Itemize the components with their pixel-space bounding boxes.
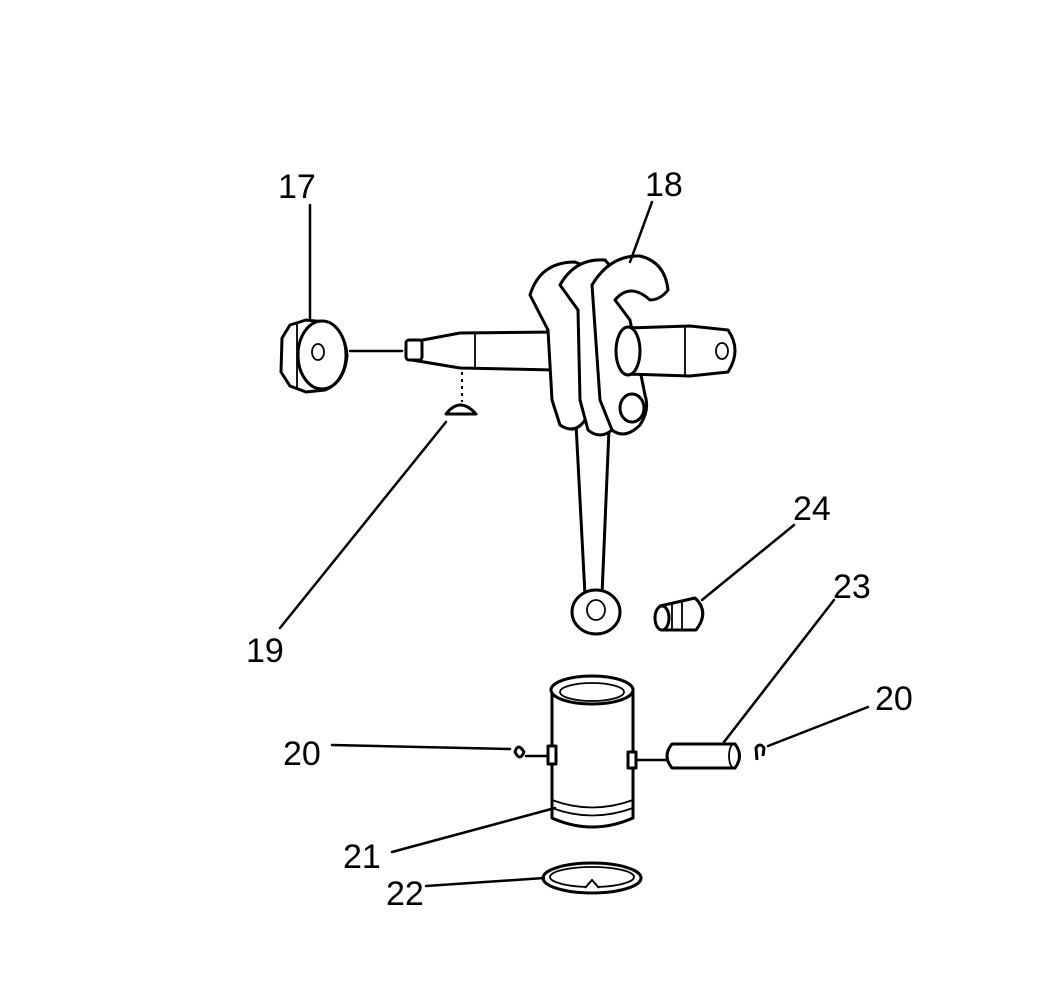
part-23-piston-pin <box>634 598 836 770</box>
part-17-nut <box>279 203 404 394</box>
leader-20-right <box>766 705 870 748</box>
part-18-crankshaft <box>404 200 737 636</box>
label-18: 18 <box>645 166 683 204</box>
label-17: 17 <box>278 168 316 206</box>
part-22-piston-ring <box>424 861 643 895</box>
label-23: 23 <box>833 568 871 606</box>
leader-24 <box>700 523 796 602</box>
label-19: 19 <box>246 632 284 670</box>
label-21: 21 <box>343 838 381 876</box>
part-24-bearing <box>653 523 796 632</box>
leader-19 <box>278 420 448 630</box>
leader-18 <box>628 200 654 264</box>
part-21-piston <box>390 674 638 854</box>
leader-20-left <box>330 743 512 751</box>
part-20-circlip-left <box>330 743 550 759</box>
label-20-left: 20 <box>283 735 321 773</box>
leader-22 <box>424 876 546 888</box>
part-19-key <box>278 372 478 630</box>
part-20-circlip-right <box>754 705 870 761</box>
label-24: 24 <box>793 490 831 528</box>
leader-21 <box>390 806 557 854</box>
label-20-right: 20 <box>875 680 913 718</box>
leader-23 <box>722 598 836 744</box>
label-22: 22 <box>386 875 424 913</box>
